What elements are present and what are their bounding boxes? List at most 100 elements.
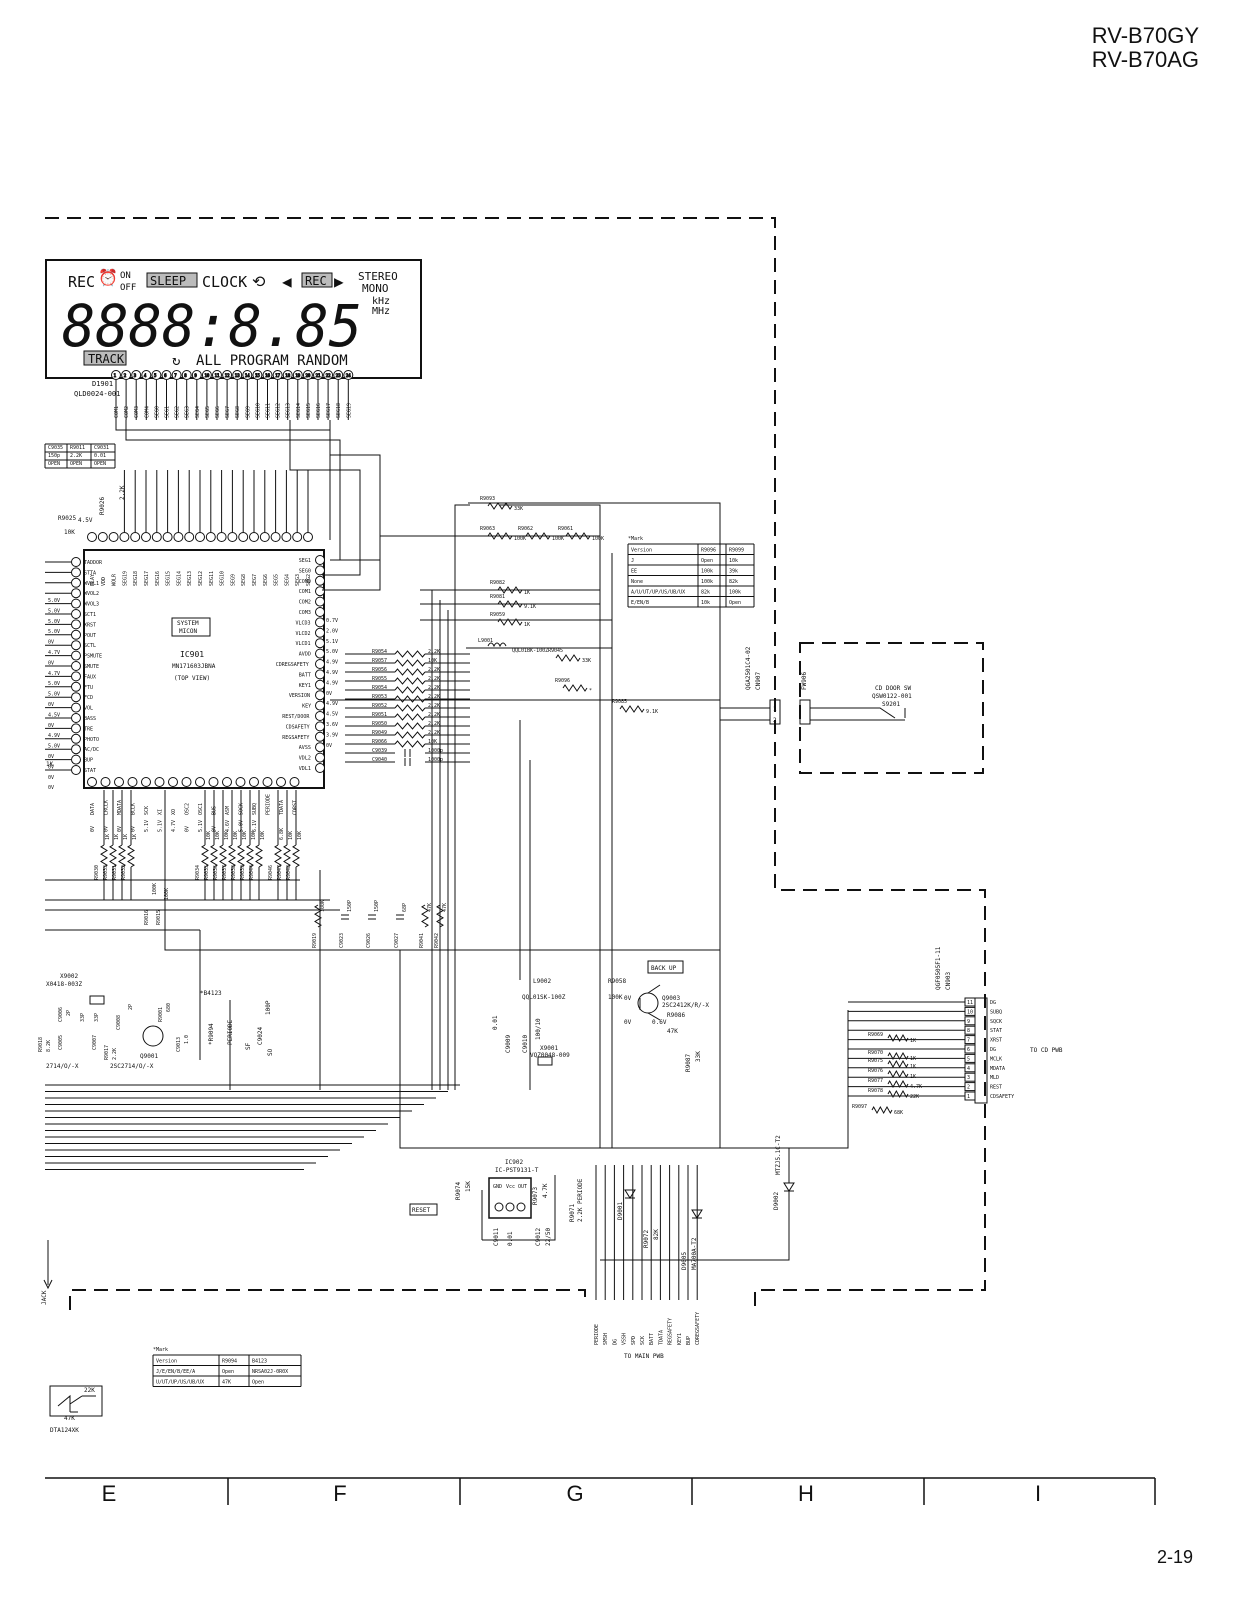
ic-bottom-pin xyxy=(114,777,124,787)
ic-bottom-label: BUS xyxy=(212,806,218,815)
cn903-res-val: 4.7K xyxy=(910,1084,922,1090)
top-res-ref: R9085 xyxy=(612,699,627,705)
lcd-pin-15 xyxy=(252,370,263,380)
mid-res-ref: R9054 xyxy=(372,649,387,655)
fw906-label: FW906 xyxy=(801,672,808,690)
cn903-res-ref: R9077 xyxy=(868,1078,883,1084)
c9012-val: 22/50 xyxy=(545,1228,552,1246)
ic-right-voltage: 3.9V xyxy=(326,732,338,738)
ic-left-label: TADDOR xyxy=(84,560,103,566)
ic-bottom-voltage: 0V xyxy=(117,826,123,832)
mid-res-val: 2.2K xyxy=(428,703,440,709)
ic-right-pin xyxy=(315,711,325,721)
top-res-val: 100K xyxy=(514,536,526,542)
mid-res-ref: R9052 xyxy=(372,703,387,709)
ic901-ref: IC901 xyxy=(180,650,204,659)
ic-bottom-voltage: 0V xyxy=(104,826,110,832)
ic-right-pin xyxy=(315,690,325,701)
table-cell: 82k xyxy=(729,579,738,585)
ic-left-voltage: 4.5V xyxy=(48,712,60,718)
r9026-ref: R9026 xyxy=(99,497,106,515)
bottom-mid-ref: R9041 xyxy=(419,933,425,948)
lcd-pin-number: 19 xyxy=(295,373,300,378)
ic-right-label: COM3 xyxy=(299,610,311,616)
lcd-pin-5 xyxy=(151,370,162,380)
cd-door-wires xyxy=(330,699,770,721)
table-cell: 39k xyxy=(729,569,738,575)
ic-bottom-pin xyxy=(127,777,138,787)
lcd-pin-24 xyxy=(343,370,354,380)
bottom-mid-ref: C9027 xyxy=(394,933,400,948)
ic-right-label: KEY xyxy=(302,704,311,710)
c9007-ref: C9007 xyxy=(92,1035,98,1050)
q9001-transistor xyxy=(142,1025,164,1047)
vertical-rails xyxy=(431,502,721,1148)
ic-right-label: KEY1 xyxy=(299,683,311,689)
ic-bottom-voltage: 4.6V xyxy=(225,820,231,832)
remark-table-2-grid xyxy=(152,1354,302,1387)
d9002-ref: D9002 xyxy=(773,1192,780,1210)
ic-right-label: VERSION xyxy=(289,693,310,699)
r9017-val: 2.2K xyxy=(112,1048,118,1060)
ic-bottom-label: MDATA xyxy=(117,800,123,815)
remark-table-1-grid xyxy=(627,543,755,608)
lcd-pin-label: COM2 xyxy=(124,406,130,418)
top-res-ref: R9082 xyxy=(490,580,505,586)
bottom-res-ref: R9034 xyxy=(195,865,201,880)
table-title: *Mark xyxy=(153,1347,168,1353)
resistor xyxy=(394,740,426,748)
top-res-ref: R9059 xyxy=(490,612,505,618)
ic-bottom-label: OSC1 xyxy=(198,803,204,815)
ic-bottom-label: LRCLK xyxy=(104,800,110,815)
ic-right-voltage: 0.7V xyxy=(326,618,338,624)
ic901-right-pins xyxy=(315,555,325,773)
ic902-vcc: Vcc xyxy=(506,1184,515,1190)
mid-res-ref: C9039 xyxy=(372,748,387,754)
ic-right-pin xyxy=(315,627,325,638)
resistor xyxy=(210,844,218,868)
ic-left-label: FTU xyxy=(84,685,93,691)
bottom-res-ref: R9044 xyxy=(249,865,255,880)
bottom-res-val: 10K xyxy=(288,831,294,840)
lcd-pin-10 xyxy=(201,370,212,380)
mid-res-ref: R9053 xyxy=(372,694,387,700)
lcd-off: OFF xyxy=(120,283,136,293)
ic-right-voltage: 0V xyxy=(326,691,332,697)
r9087-val: 33K xyxy=(695,1051,702,1062)
ic-top-pin xyxy=(281,532,292,542)
mid-res-val: 10K xyxy=(428,658,437,664)
cd-door-sw-ref: S9201 xyxy=(882,701,900,708)
cn907-pin1: 1 xyxy=(773,706,777,713)
cn903-pin-number: 9 xyxy=(967,1019,970,1025)
resistor xyxy=(219,844,227,868)
ic-left-label: FAUX xyxy=(84,674,96,680)
q9003-transistor xyxy=(637,992,659,1014)
top-res-val: 1K xyxy=(524,590,530,596)
ic-bottom-voltage: 4.7V xyxy=(171,820,177,832)
r9072-val: 82K xyxy=(653,1229,660,1240)
lcd-pin-number: 11 xyxy=(215,373,220,378)
resistor xyxy=(887,1033,909,1043)
ic-bottom-pin xyxy=(276,777,286,787)
table-cell: Version xyxy=(156,1359,177,1365)
ic-right-voltage: 5.1V xyxy=(326,639,338,645)
lcd-pin-number: 6 xyxy=(164,373,167,378)
lcd-pin-label: SEG2 xyxy=(175,406,181,418)
cn907-part: QGA2501C4-02 xyxy=(745,646,752,690)
bottom-mid-val: 100K xyxy=(320,900,326,912)
ic-right-voltage: 5.0V xyxy=(326,649,338,655)
lcd-clock: CLOCK xyxy=(202,273,247,291)
resistor xyxy=(100,844,108,868)
resistor xyxy=(201,844,209,868)
q9003-v2: 0.6V xyxy=(652,1019,667,1026)
table-cell: None xyxy=(631,579,643,585)
r9086-val: 47K xyxy=(667,1028,678,1035)
top-res-ref: L9001 xyxy=(478,638,493,644)
ic-right-voltage: 4.5V xyxy=(326,712,338,718)
left-bottom-bus xyxy=(45,790,720,1170)
lcd-mhz: MHz xyxy=(372,306,390,317)
